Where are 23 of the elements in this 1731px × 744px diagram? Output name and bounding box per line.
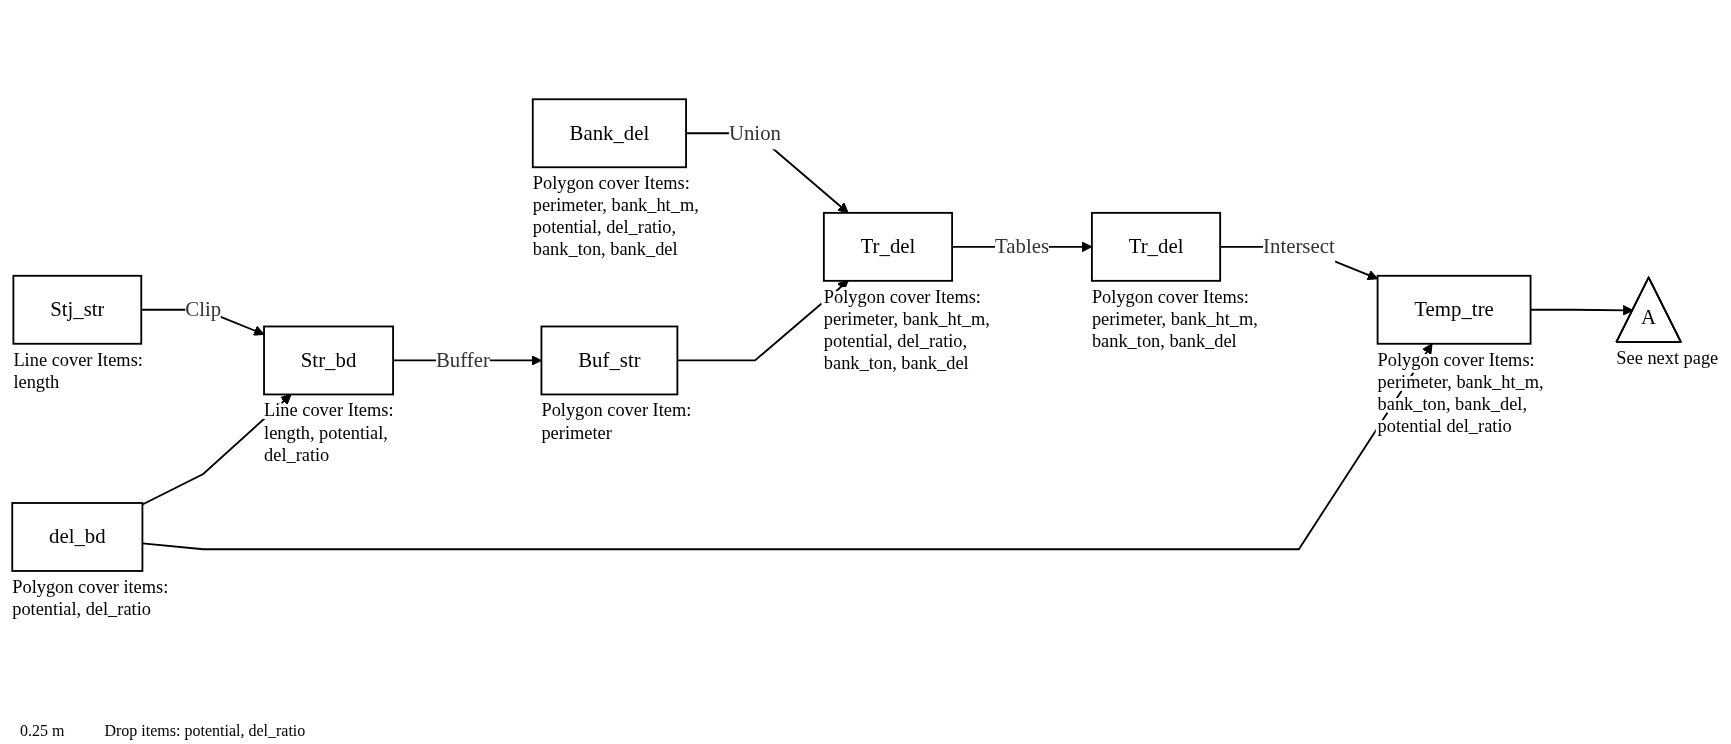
edge-label: Intersect xyxy=(1263,234,1335,259)
node-note: Polygon cover Items: perimeter, bank_ht_m, potential, del_ratio, bank_ton, bank_del xyxy=(532,173,699,260)
node-box: Tr_del xyxy=(822,211,954,282)
node-box: del_bd xyxy=(11,502,144,572)
arrow xyxy=(141,393,292,506)
arrow xyxy=(141,343,1433,551)
edge-label: Buffer xyxy=(435,348,490,372)
node-note: Polygon cover Item: perimeter xyxy=(541,400,692,443)
node-box: Stj_str xyxy=(12,274,143,345)
node-box: Buf_str xyxy=(540,325,679,396)
node-note: See next page xyxy=(1616,348,1719,369)
node-box: Str_bd xyxy=(263,325,394,396)
edge-label: Tables xyxy=(994,234,1050,259)
node-box: Bank_del xyxy=(531,98,687,169)
node-note: Polygon cover Items: perimeter, bank_ht_m, bank_ton, bank_del xyxy=(1091,286,1258,351)
node-box: Temp_tre xyxy=(1376,274,1532,345)
edge-label: Union xyxy=(728,121,781,145)
node-note: Polygon cover items: potential, del_ratio xyxy=(12,577,169,620)
edge-label: Clip xyxy=(185,297,222,322)
node-note: Line cover Items: length xyxy=(13,349,143,392)
note-text: Drop items: potential, del_ratio xyxy=(104,722,306,740)
node-box: Tr_del xyxy=(1091,211,1222,282)
note-text: 0.25 m xyxy=(20,722,65,740)
